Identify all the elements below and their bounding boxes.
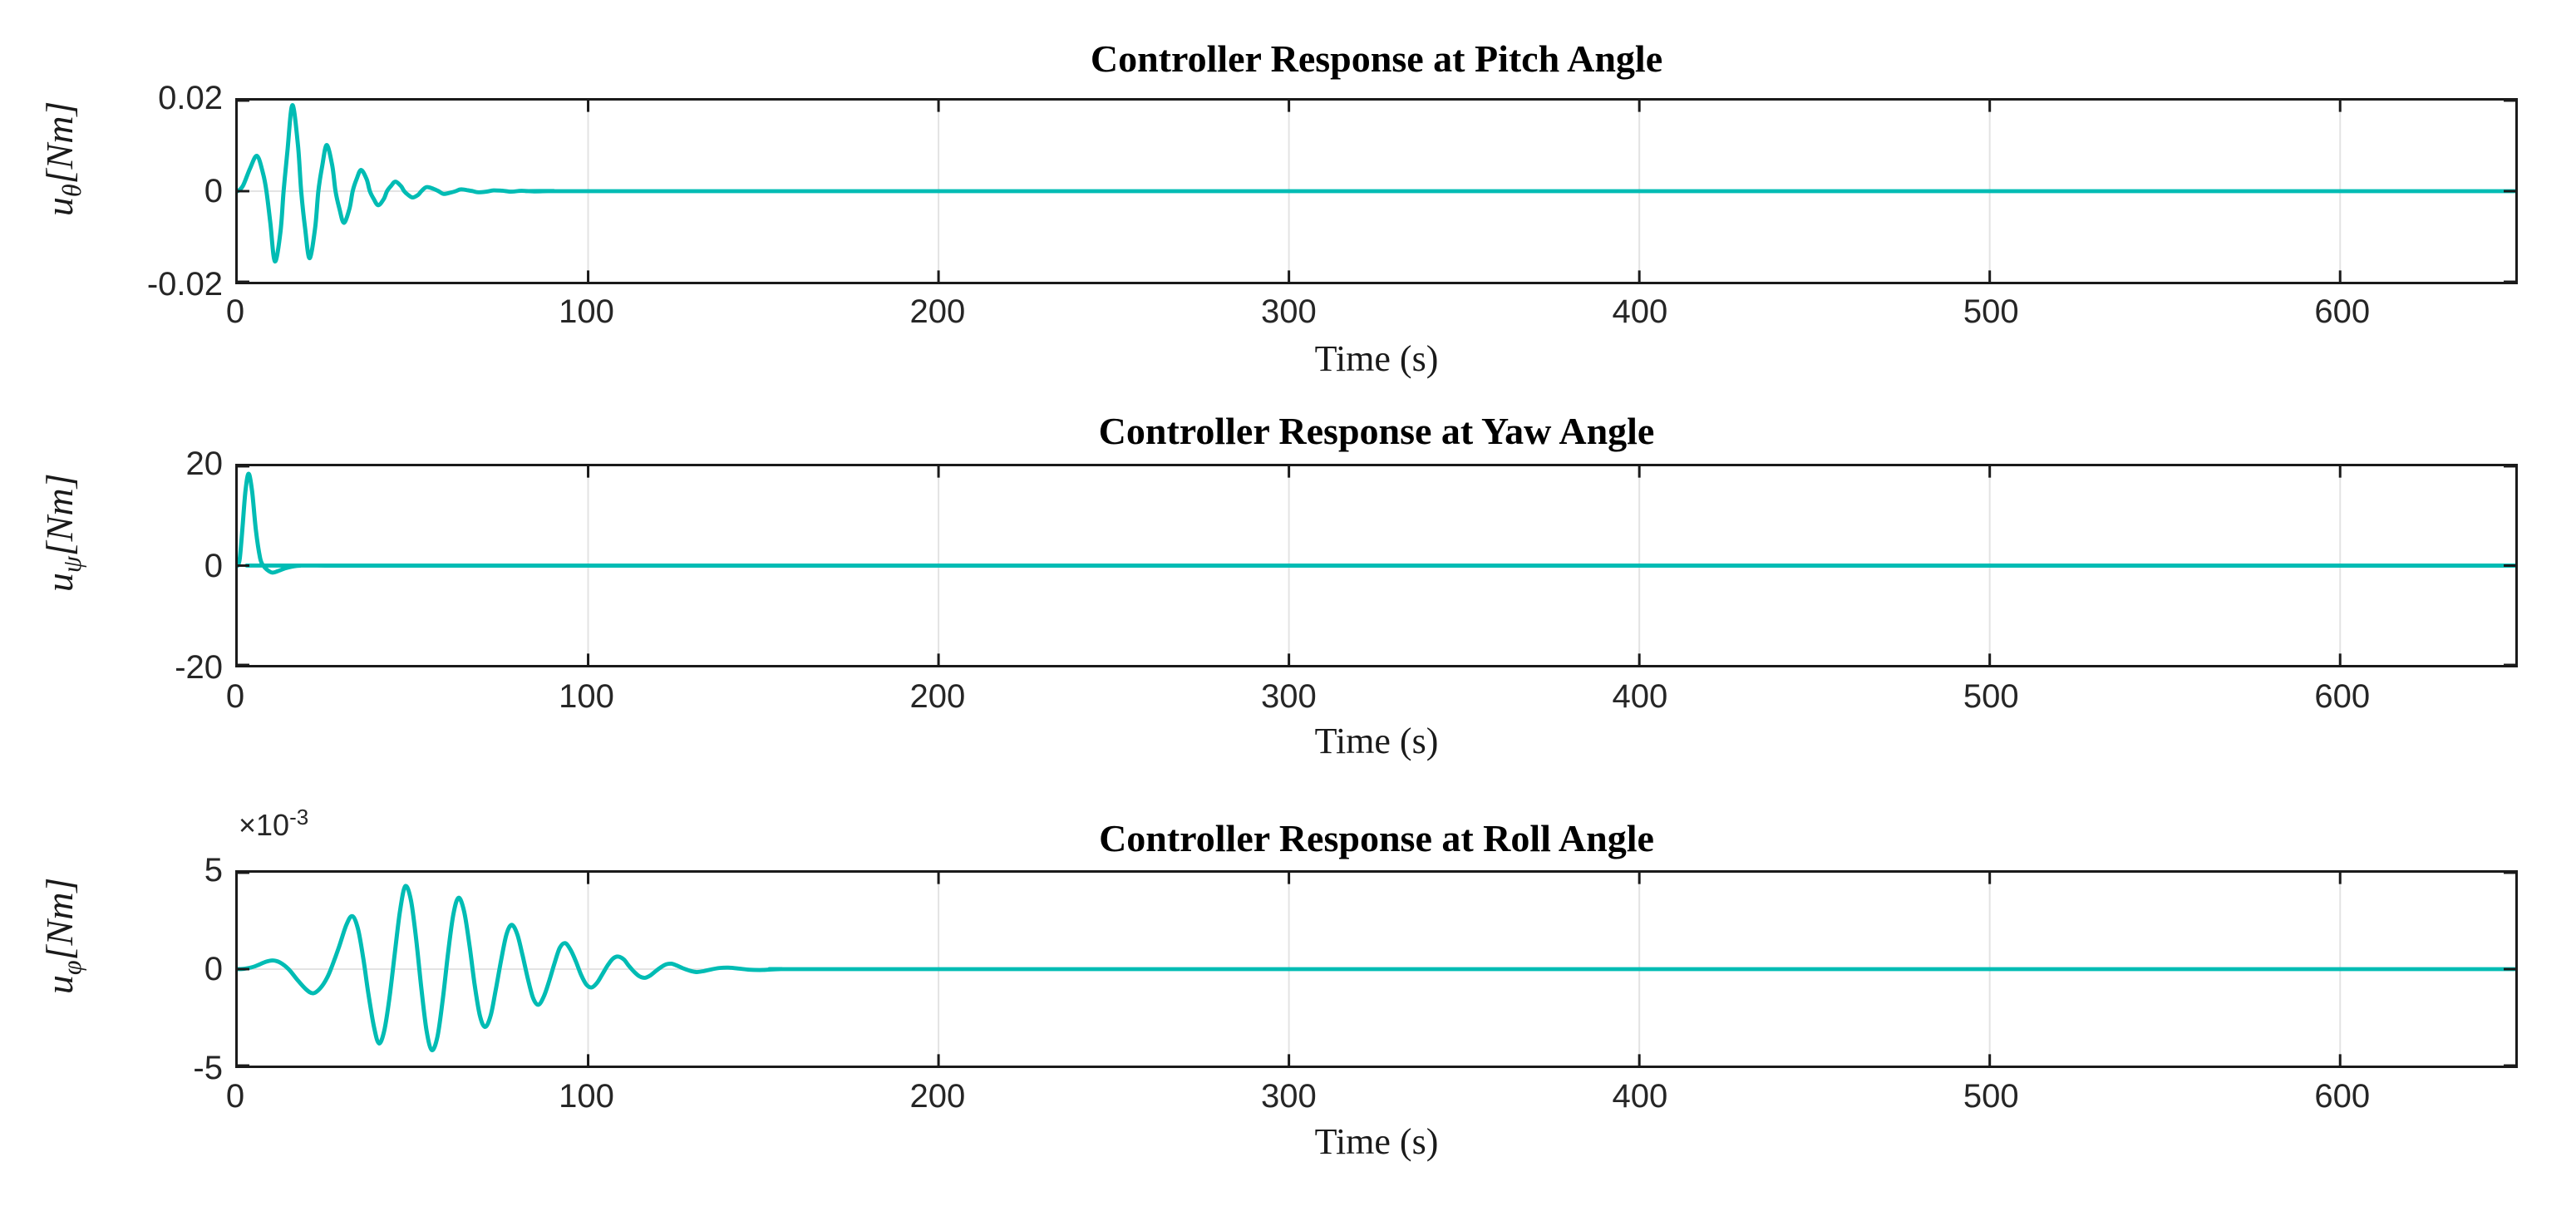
y-tick-label: 20 (185, 446, 224, 482)
y-axis-label-unit: [Nm] (37, 877, 81, 961)
x-tick-label: 100 (559, 678, 614, 715)
y-tick-label: -20 (175, 649, 223, 686)
y-axis-label: uθ[Nm] (37, 101, 87, 217)
y-axis-label-symbol: u (37, 573, 81, 593)
x-tick-label: 600 (2314, 678, 2371, 715)
chart-title: Controller Response at Roll Angle (1099, 817, 1654, 859)
plot-canvas (238, 873, 2515, 1066)
y-tick-label: 0.02 (158, 80, 223, 116)
plot-canvas (238, 466, 2515, 665)
x-tick-label: 200 (909, 678, 966, 715)
y-axis-label: uψ[Nm] (37, 474, 87, 593)
x-tick-label: 0 (225, 293, 245, 330)
x-tick-label: 500 (1963, 678, 2019, 715)
x-tick-label: 300 (1261, 293, 1317, 330)
y-tick-label: -5 (193, 1050, 223, 1086)
response-curve (238, 103, 2515, 263)
y-tick-label: -0.02 (146, 266, 223, 303)
y-axis-label-subscript: ψ (57, 556, 87, 574)
plot-area (235, 98, 2518, 284)
x-tick-label: 600 (2314, 293, 2371, 330)
y-tick-label: 0 (204, 173, 223, 209)
y-axis-label-unit: [Nm] (37, 473, 81, 557)
chart-title: Controller Response at Yaw Angle (1098, 410, 1655, 452)
x-tick-label: 300 (1261, 678, 1317, 715)
chart-title: Controller Response at Pitch Angle (1090, 37, 1663, 80)
x-axis-label: Time (s) (1314, 1121, 1439, 1162)
exponent-mantissa: ×10 (239, 808, 290, 842)
x-tick-label: 100 (559, 293, 614, 330)
exponent-power: -3 (289, 805, 309, 829)
y-axis-label: uφ[Nm] (37, 878, 87, 995)
plot-area (235, 870, 2518, 1068)
y-axis-exponent-label: ×10-3 (239, 805, 308, 843)
x-tick-label: 0 (225, 678, 245, 715)
x-axis-label: Time (s) (1314, 338, 1439, 379)
x-tick-label: 400 (1612, 1078, 1668, 1115)
y-axis-label-symbol: u (37, 197, 81, 217)
x-tick-label: 400 (1612, 678, 1668, 715)
y-axis-label-unit: [Nm] (37, 101, 81, 185)
x-tick-label: 500 (1963, 293, 2019, 330)
response-curve (238, 471, 2515, 575)
x-tick-label: 300 (1261, 1078, 1317, 1115)
x-tick-label: 0 (225, 1078, 245, 1115)
x-tick-label: 100 (559, 1078, 614, 1115)
y-axis-label-symbol: u (37, 975, 81, 995)
x-tick-label: 500 (1963, 1078, 2019, 1115)
y-axis-label-subscript: θ (57, 184, 87, 198)
y-tick-label: 0 (204, 547, 223, 584)
x-tick-label: 200 (909, 1078, 966, 1115)
plot-canvas (238, 101, 2515, 282)
y-tick-label: 0 (204, 951, 223, 987)
response-curve (238, 884, 2515, 1052)
x-tick-label: 600 (2314, 1078, 2371, 1115)
y-axis-label-subscript: φ (57, 960, 87, 976)
y-tick-label: 5 (204, 852, 223, 889)
x-tick-label: 400 (1612, 293, 1668, 330)
plot-area (235, 464, 2518, 667)
x-axis-label: Time (s) (1314, 721, 1439, 761)
x-tick-label: 200 (909, 293, 966, 330)
